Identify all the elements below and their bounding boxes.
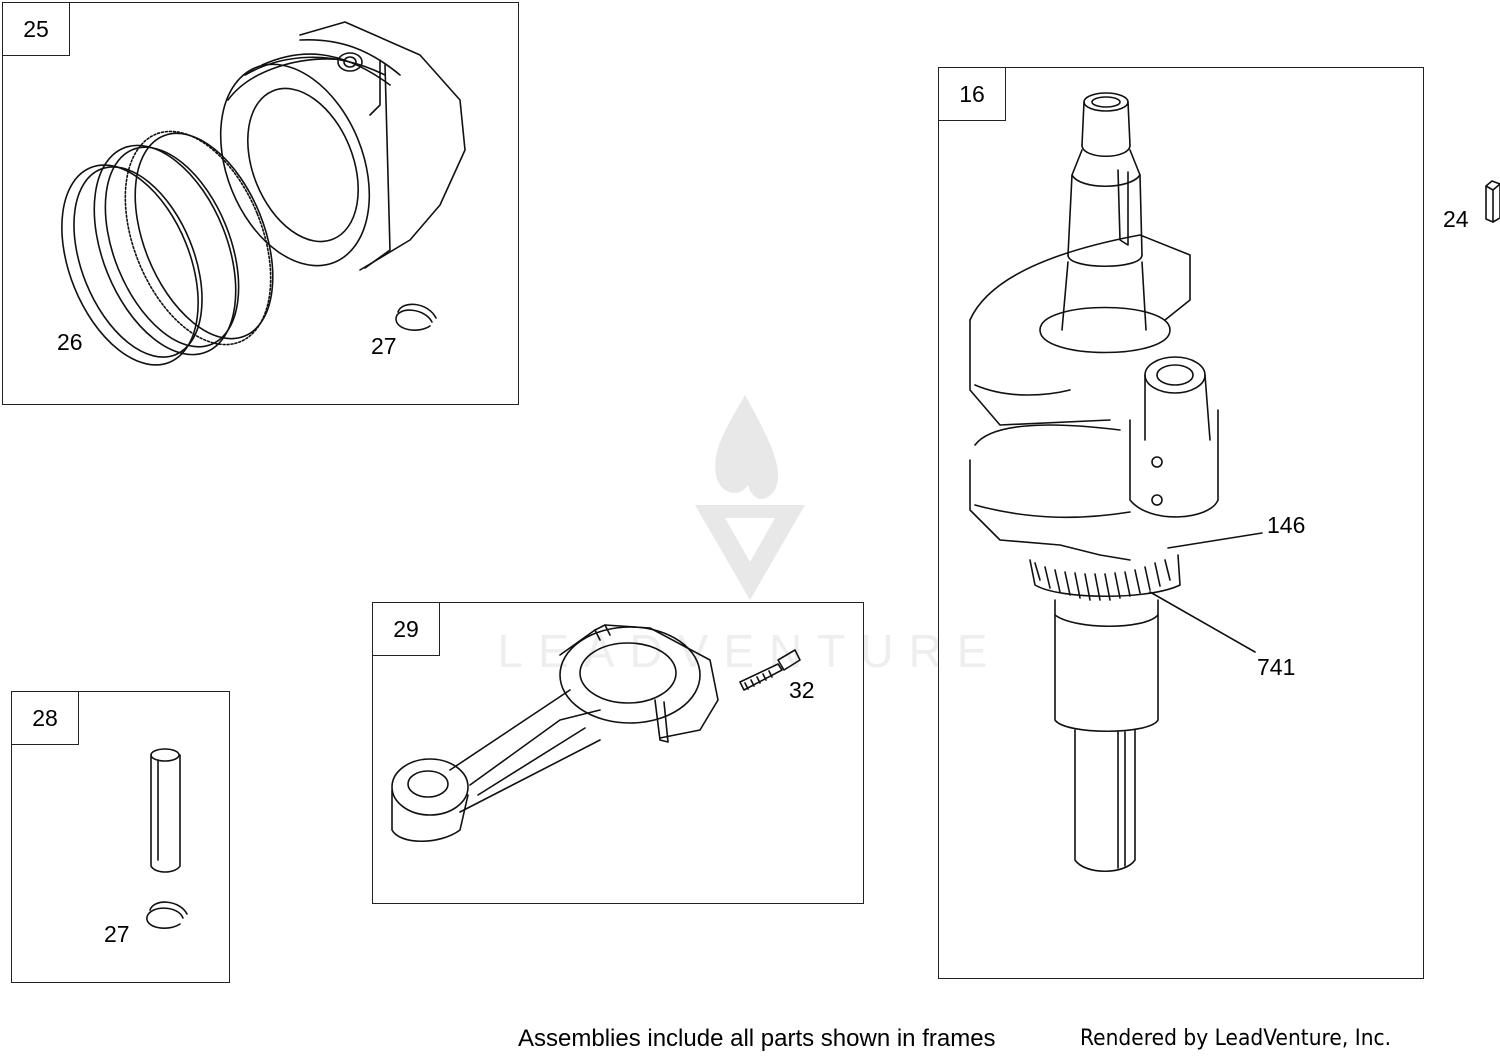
crankshaft-illustration [969, 92, 1263, 872]
frame-28-piston-pin-assembly: 28 [11, 691, 230, 983]
watermark: LEADVENTURE [490, 390, 1010, 680]
frame-number: 16 [939, 68, 1006, 121]
rendered-by-credit: Rendered by LeadVenture, Inc. [1080, 1026, 1392, 1051]
callout-crank-gear-741: 741 [1257, 654, 1296, 680]
callout-key: 24 [1443, 206, 1469, 232]
frame-number: 25 [3, 3, 70, 56]
callout-piston-rings: 26 [57, 329, 83, 355]
flame-v-logo-icon [695, 395, 805, 600]
watermark-text: LEADVENTURE [497, 625, 1003, 677]
circlip-illustration [395, 303, 437, 331]
callout-circlip: 27 [371, 333, 397, 359]
callout-crank-gear-146: 146 [1267, 512, 1306, 538]
frame-number: 28 [12, 692, 79, 745]
frame-number: 29 [373, 603, 440, 656]
assemblies-note: Assemblies include all parts shown in fr… [518, 1025, 996, 1052]
piston-pin-illustration [150, 748, 181, 873]
piston-rings-illustration [61, 130, 274, 366]
callout-bolt: 32 [789, 677, 815, 703]
connecting-rod-bolt-illustration [739, 649, 801, 691]
woodruff-key-illustration [1485, 180, 1500, 223]
frame-16-crankshaft-assembly: 16 [938, 67, 1424, 979]
frame-25-piston-assembly: 25 [2, 2, 519, 405]
connecting-rod-illustration [391, 624, 719, 843]
callout-circlip: 27 [104, 921, 130, 947]
piston-illustration [219, 21, 466, 271]
frame-29-connecting-rod-assembly: 29 [372, 602, 864, 904]
circlip-illustration [146, 901, 188, 929]
